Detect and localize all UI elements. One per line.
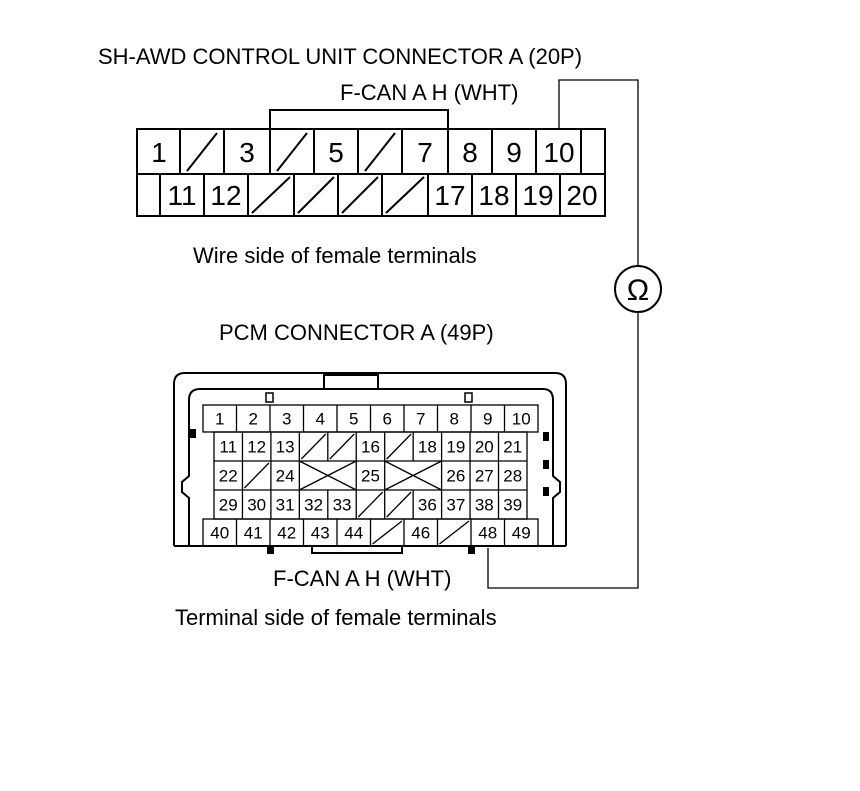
pcm-pin-33: 33 [333, 496, 352, 515]
pin-a-3: 3 [239, 137, 255, 168]
connector-a-body [136, 109, 606, 217]
ohmmeter-icon: Ω [614, 265, 662, 313]
pin-a-9: 9 [506, 137, 522, 168]
pcm-pin-4: 4 [316, 410, 325, 429]
pcm-blank-row4-6 [386, 491, 412, 518]
pcm-cell-dividers [235, 405, 506, 546]
pin-a-1: 1 [151, 137, 167, 168]
pin-a-8: 8 [462, 137, 478, 168]
pcm-side-label: Terminal side of female terminals [175, 605, 497, 630]
pcm-pin-5: 5 [349, 410, 358, 429]
pcm-pin-9: 9 [483, 410, 492, 429]
pcm-pin-48: 48 [478, 524, 497, 543]
svg-text:Ω: Ω [627, 274, 649, 307]
pcm-pin-20: 20 [475, 438, 494, 457]
pcm-blank-row2-3 [300, 433, 327, 460]
pcm-connector-title: PCM CONNECTOR A (49P) [219, 320, 494, 345]
pcm-pin-25: 25 [361, 467, 380, 486]
pcm-pin-3: 3 [282, 410, 291, 429]
pcm-wire-label: F-CAN A H (WHT) [273, 566, 451, 591]
connector-a-side-label: Wire side of female terminals [193, 243, 477, 268]
connector-a-pins: 1 3 5 7 8 9 10 11 12 17 18 19 20 [151, 137, 597, 211]
pcm-pin-19: 19 [446, 438, 465, 457]
pcm-pin-40: 40 [210, 524, 229, 543]
pcm-pin-21: 21 [503, 438, 522, 457]
pcm-pin-6: 6 [383, 410, 392, 429]
pcm-pin-39: 39 [503, 496, 522, 515]
pcm-pin-41: 41 [244, 524, 263, 543]
pin-a-20: 20 [566, 180, 597, 211]
pin-a-11: 11 [167, 180, 196, 211]
pcm-pin-28: 28 [503, 467, 522, 486]
pcm-pin-42: 42 [277, 524, 296, 543]
pcm-pin-49: 49 [512, 524, 531, 543]
pin-a-18: 18 [478, 180, 509, 211]
pcm-blank-row5-5 [372, 520, 403, 545]
pcm-pin-2: 2 [249, 410, 258, 429]
pcm-pin-31: 31 [276, 496, 295, 515]
pcm-pin-8: 8 [450, 410, 459, 429]
pcm-pin-30: 30 [247, 496, 266, 515]
pcm-pin-43: 43 [311, 524, 330, 543]
pcm-blank-row2-6 [386, 433, 412, 460]
pcm-cover-x-1-b [384, 460, 442, 491]
pcm-pin-29: 29 [219, 496, 238, 515]
connector-a-wire-label: F-CAN A H (WHT) [340, 80, 518, 105]
pcm-pin-18: 18 [418, 438, 437, 457]
pcm-pin-11: 11 [219, 438, 237, 457]
pcm-pin-38: 38 [475, 496, 494, 515]
pin-a-7: 7 [417, 137, 433, 168]
ohmmeter-leads [487, 79, 639, 589]
pcm-blank-row3-1 [243, 462, 270, 489]
pcm-pin-32: 32 [304, 496, 323, 515]
pcm-pin-22: 22 [219, 467, 238, 486]
pcm-cover-x-0-b [299, 460, 357, 491]
pcm-pin-24: 24 [276, 467, 295, 486]
pcm-blank-row5-7 [439, 520, 470, 545]
pin-a-10: 10 [543, 137, 574, 168]
pcm-pin-10: 10 [512, 410, 531, 429]
pcm-pin-46: 46 [411, 524, 430, 543]
pin-a-5: 5 [328, 137, 344, 168]
pin-a-12: 12 [210, 180, 241, 211]
pcm-blank-row4-5 [357, 491, 384, 518]
pcm-blank-row2-4 [329, 433, 355, 460]
pin-a-19: 19 [522, 180, 553, 211]
pcm-pin-7: 7 [416, 410, 425, 429]
pcm-pin-1: 1 [215, 410, 224, 429]
pcm-pin-27: 27 [475, 467, 494, 486]
pcm-pin-37: 37 [446, 496, 465, 515]
pcm-pin-44: 44 [344, 524, 363, 543]
connector-a-title: SH-AWD CONTROL UNIT CONNECTOR A (20P) [98, 44, 582, 69]
pcm-pin-12: 12 [247, 438, 266, 457]
pin-a-17: 17 [434, 180, 465, 211]
pcm-pin-36: 36 [418, 496, 437, 515]
pcm-pin-26: 26 [446, 467, 465, 486]
pcm-pin-13: 13 [276, 438, 295, 457]
pcm-pin-16: 16 [361, 438, 380, 457]
